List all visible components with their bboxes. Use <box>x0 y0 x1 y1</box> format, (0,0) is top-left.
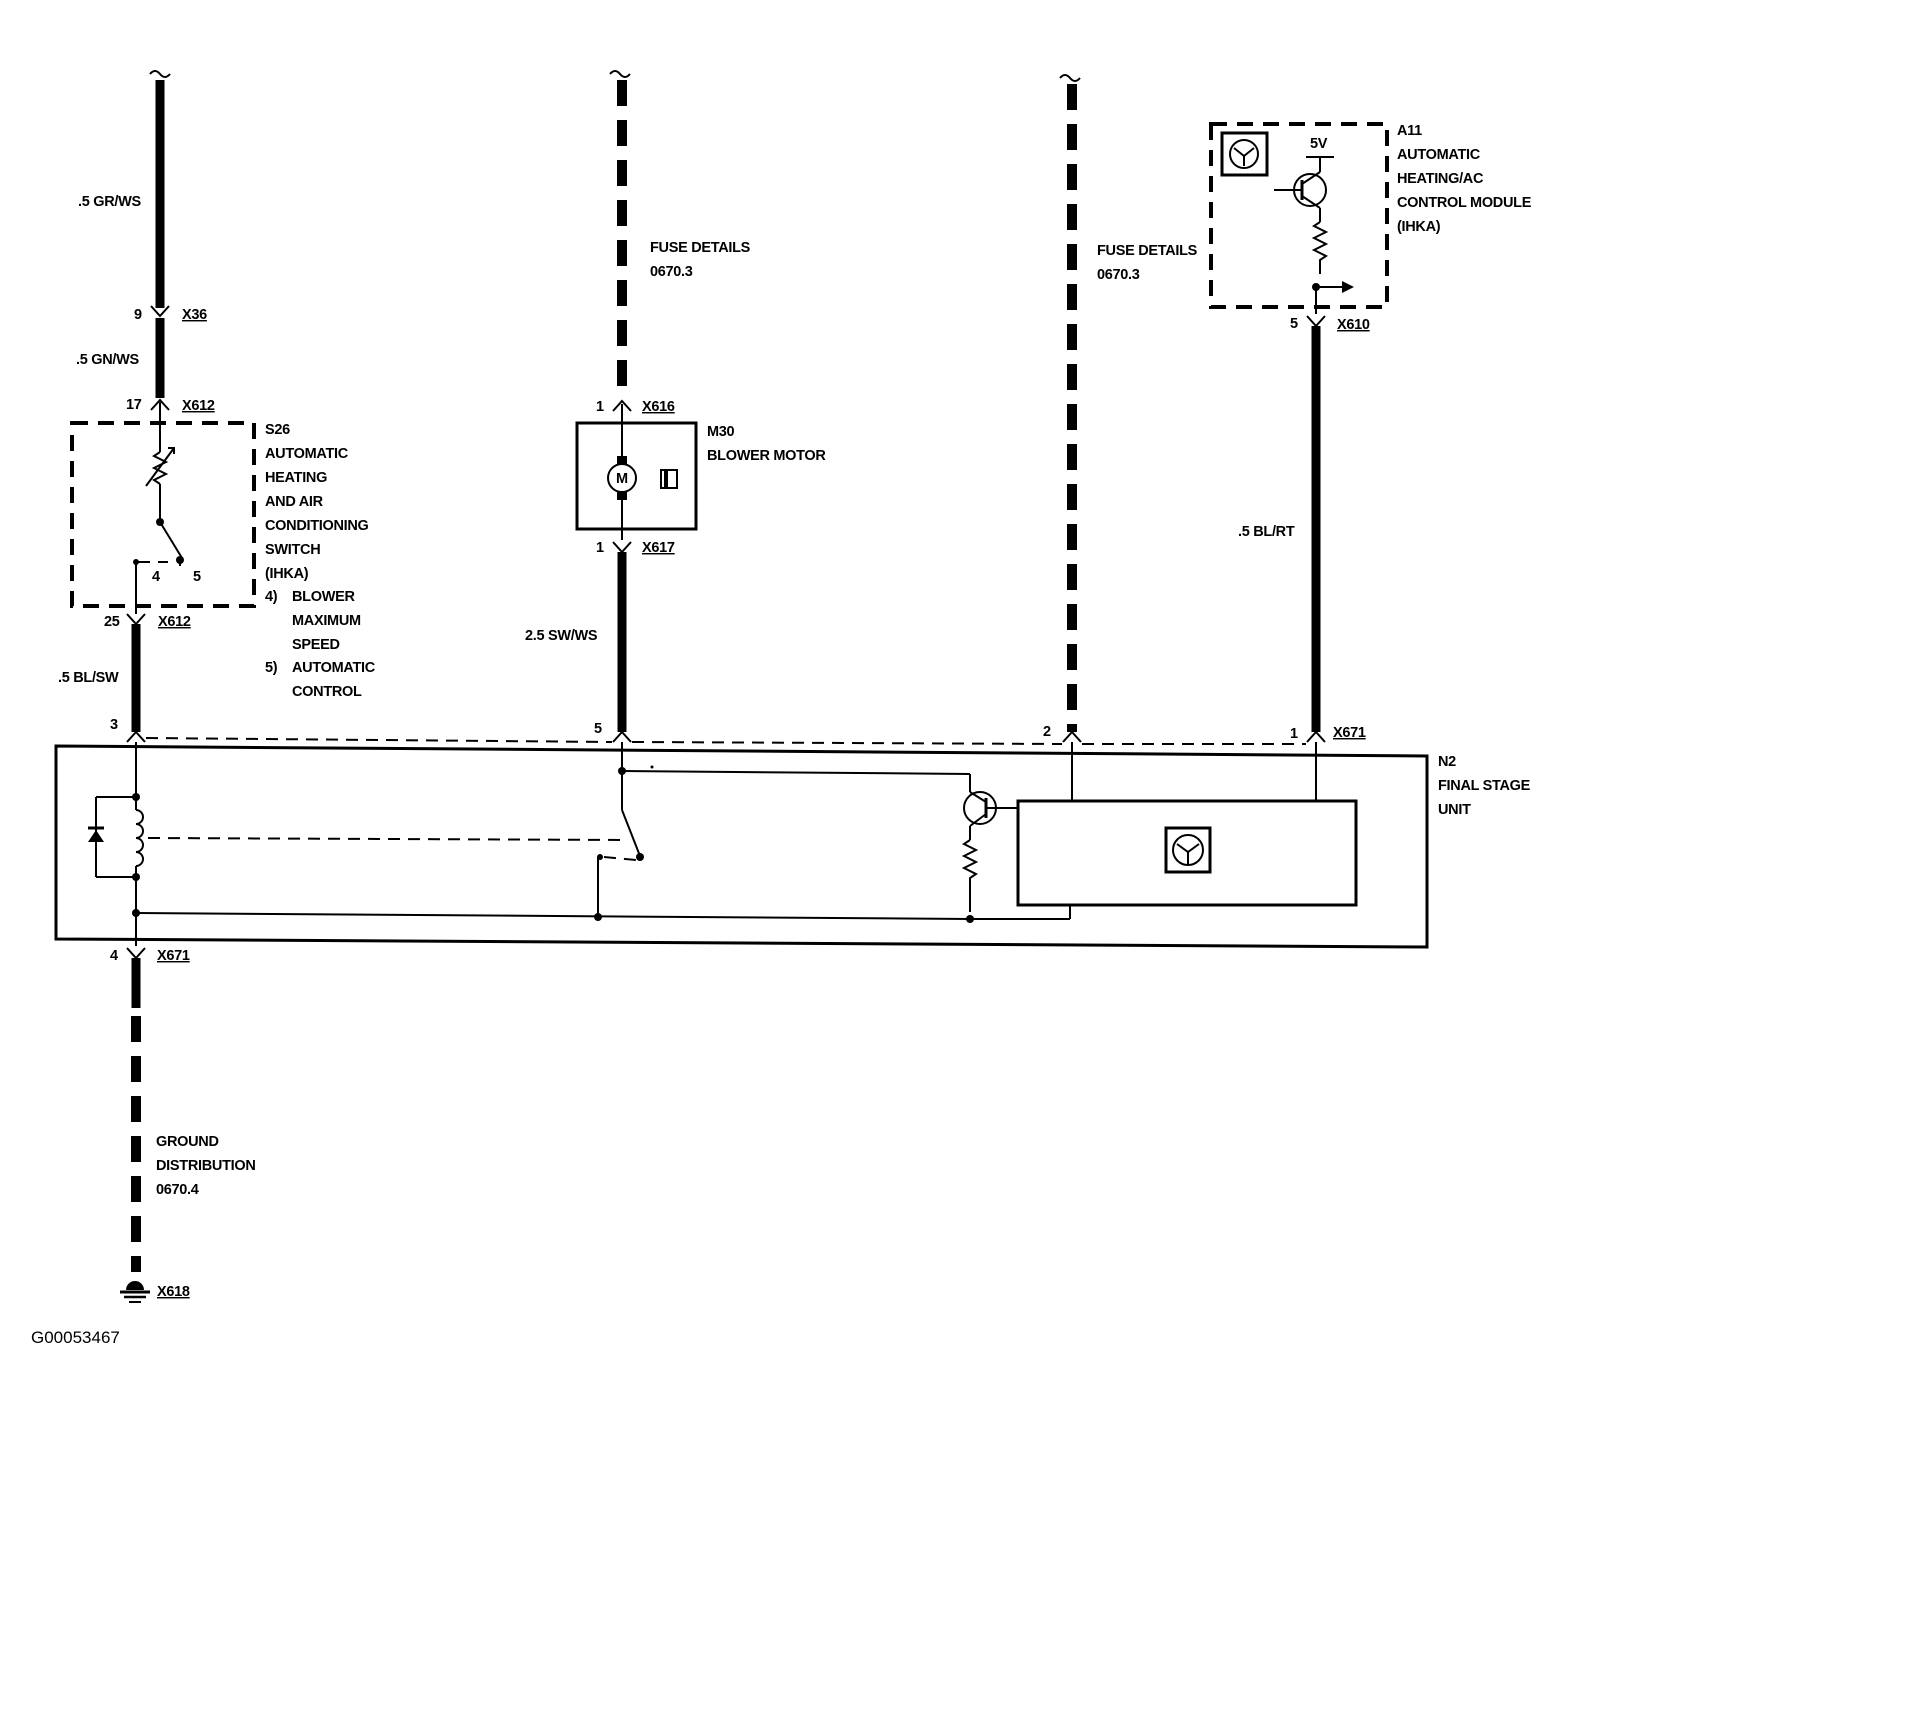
switch-icon <box>621 809 641 857</box>
resistor-icon <box>1311 221 1329 274</box>
connector-x617-pin: 1 <box>596 540 604 556</box>
connector-x671-pin-4: 4 <box>110 948 118 964</box>
connector-x610-symbol <box>1306 315 1326 328</box>
connector-x671-pin-5: 5 <box>594 721 602 737</box>
right-center-circuit: FUSE DETAILS 0670.3 2 <box>1043 74 1198 743</box>
a11-voltage: 5V <box>1310 136 1328 152</box>
a11-line-2: CONTROL MODULE <box>1397 195 1532 211</box>
connector-x616-symbol <box>612 399 632 412</box>
a11-id: A11 <box>1397 123 1422 139</box>
wire-label-bl-rt: .5 BL/RT <box>1238 524 1295 540</box>
n2-line-0: FINAL STAGE <box>1438 778 1531 794</box>
switch-icon <box>159 521 183 559</box>
n2-unit-box <box>54 744 1429 949</box>
resistor-icon <box>961 839 979 912</box>
m30-motor-box <box>575 421 698 531</box>
s26-line-4: SWITCH <box>265 542 320 558</box>
connector-x671-top-label: X671 <box>1333 725 1366 741</box>
diode-icon <box>88 830 104 842</box>
connector-x671-pin-1: 1 <box>1290 726 1298 742</box>
connector-x610-pin: 5 <box>1290 316 1298 332</box>
connector-x612-bottom-label: X612 <box>158 614 191 630</box>
wire-label-gr-ws: .5 GR/WS <box>78 194 141 210</box>
s26-note-4-line-0: BLOWER <box>292 589 355 605</box>
left-circuit: .5 GR/WS 9 X36 .5 GN/WS 17 X612 4 5 S26 … <box>58 70 376 743</box>
connector-x671-pin-3: 3 <box>110 717 118 733</box>
connector-x612-top-label: X612 <box>182 398 215 414</box>
connector-x618-label: X618 <box>157 1284 190 1300</box>
connector-x36-pin: 9 <box>134 307 142 323</box>
resistor-icon <box>151 451 169 485</box>
ground-icon <box>120 1281 150 1303</box>
n2-control-ic-box <box>1016 799 1358 907</box>
microprocessor-icon <box>1164 826 1212 874</box>
wire-label-sw-ws: 2.5 SW/WS <box>525 628 598 644</box>
n2-line-1: UNIT <box>1438 802 1471 818</box>
fuse2-ref: 0670.3 <box>1097 267 1140 283</box>
s26-note-5-line-1: CONTROL <box>292 684 362 700</box>
n2-id: N2 <box>1438 754 1456 770</box>
s26-line-2: AND AIR <box>265 494 324 510</box>
connector-x612-top-symbol <box>150 398 170 411</box>
s26-note-4-num: 4) <box>265 589 278 605</box>
wire-break-symbol <box>1059 74 1081 82</box>
connector-x617-label: X617 <box>642 540 675 556</box>
a11-module-box <box>1209 122 1389 309</box>
right-circuit: 5V A11 AUTOMATIC HEATING/AC CONTROL MODU… <box>1209 122 1532 743</box>
wire-label-bl-sw: .5 BL/SW <box>58 670 119 686</box>
wiring-diagram: .5 GR/WS 9 X36 .5 GN/WS 17 X612 4 5 S26 … <box>31 70 1532 1347</box>
connector-x612-bottom-symbol <box>126 613 146 626</box>
center-circuit: FUSE DETAILS 0670.3 1 X616 M M30 BLOWER … <box>525 70 827 743</box>
fuse1-title: FUSE DETAILS <box>650 240 751 256</box>
figure-id: G00053467 <box>31 1328 120 1347</box>
relay-coil-icon <box>135 809 144 867</box>
wire-label-gn-ws: .5 GN/WS <box>76 352 139 368</box>
fuse2-title: FUSE DETAILS <box>1097 243 1198 259</box>
s26-note-4-line-1: MAXIMUM <box>292 613 361 629</box>
connector-x612-bottom-pin: 25 <box>104 614 120 630</box>
s26-contact-5: 5 <box>193 569 201 585</box>
connector-x617-symbol <box>612 541 632 554</box>
s26-note-4-line-2: SPEED <box>292 637 340 653</box>
s26-line-5: (IHKA) <box>265 566 309 582</box>
microprocessor-icon <box>1220 131 1269 177</box>
connector-x610-label: X610 <box>1337 317 1370 333</box>
s26-line-1: HEATING <box>265 470 327 486</box>
m30-id: M30 <box>707 424 735 440</box>
connector-x612-top-pin: 17 <box>126 397 142 413</box>
connector-x671-bottom-label: X671 <box>157 948 190 964</box>
connector-x616-label: X616 <box>642 399 675 415</box>
fuse1-ref: 0670.3 <box>650 264 693 280</box>
n2-final-stage-unit: N2 FINAL STAGE UNIT <box>54 742 1531 949</box>
s26-line-0: AUTOMATIC <box>265 446 349 462</box>
connector-x671-housing <box>145 737 1306 745</box>
ground-line-1: DISTRIBUTION <box>156 1158 256 1174</box>
a11-line-0: AUTOMATIC <box>1397 147 1481 163</box>
wire-break-symbol <box>149 70 171 78</box>
connector-x36-symbol <box>150 305 170 318</box>
s26-line-3: CONDITIONING <box>265 518 369 534</box>
connector-x36-label: X36 <box>182 307 207 323</box>
wire-break-symbol <box>609 70 631 78</box>
motor-symbol: M <box>616 471 628 487</box>
a11-line-1: HEATING/AC <box>1397 171 1484 187</box>
s26-id: S26 <box>265 422 290 438</box>
ground-line-0: GROUND <box>156 1134 219 1150</box>
s26-note-5-num: 5) <box>265 660 278 676</box>
s26-contact-4: 4 <box>152 569 160 585</box>
ground-circuit: 4 X671 GROUND DISTRIBUTION 0670.4 X618 <box>110 947 256 1303</box>
connector-x671-bottom-symbol <box>126 947 146 960</box>
motor-brush-icon <box>660 469 678 489</box>
a11-line-3: (IHKA) <box>1397 219 1441 235</box>
s26-note-5-line-0: AUTOMATIC <box>292 660 376 676</box>
ground-line-2: 0670.4 <box>156 1182 199 1198</box>
connector-x616-pin: 1 <box>596 399 604 415</box>
m30-name: BLOWER MOTOR <box>707 448 826 464</box>
s26-switch-box <box>70 421 256 608</box>
connector-x671-pin-2: 2 <box>1043 724 1051 740</box>
